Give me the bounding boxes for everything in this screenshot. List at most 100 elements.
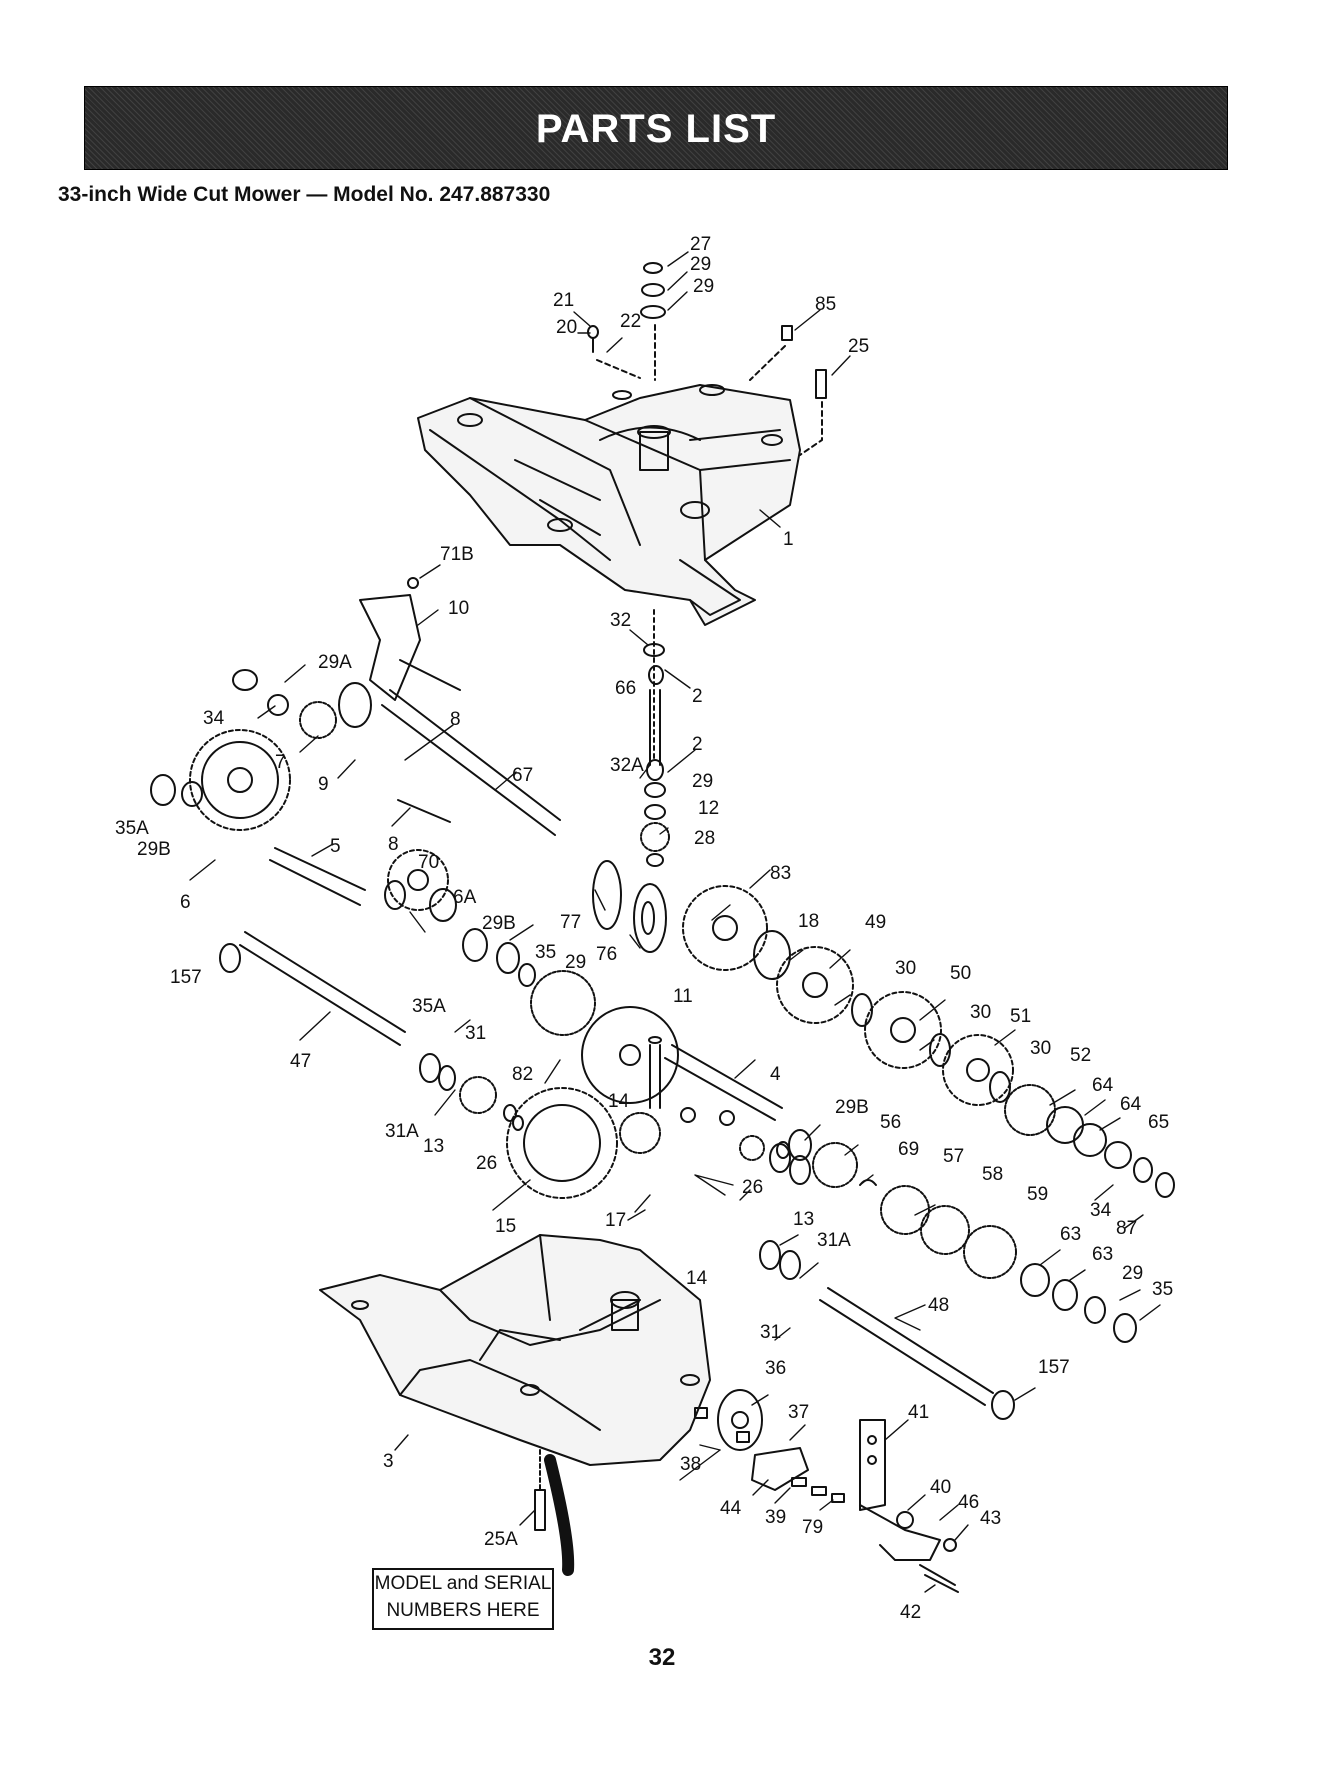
callout-31: 31 <box>465 1023 486 1044</box>
parts-bottom-linkage <box>534 1389 959 1593</box>
callout-10: 10 <box>448 598 469 619</box>
callout-25a: 25A <box>484 1529 518 1550</box>
callout-31a: 31A <box>817 1230 851 1251</box>
lower-housing <box>319 1234 711 1576</box>
callout-14: 14 <box>686 1268 708 1289</box>
callout-29a: 29A <box>318 652 352 673</box>
callout-85: 85 <box>815 294 836 315</box>
callout-69: 69 <box>898 1139 919 1160</box>
callout-34: 34 <box>203 708 225 729</box>
callout-35: 35 <box>1152 1279 1173 1300</box>
callout-30: 30 <box>970 1002 991 1023</box>
callout-29: 29 <box>1122 1263 1143 1284</box>
callout-1: 1 <box>783 529 794 550</box>
callout-35: 35 <box>535 942 556 963</box>
callout-5: 5 <box>330 836 341 857</box>
callout-43: 43 <box>980 1508 1001 1529</box>
callout-41: 41 <box>908 1402 929 1423</box>
callout-9: 9 <box>318 774 329 795</box>
callout-12: 12 <box>698 798 719 819</box>
callout-27: 27 <box>690 234 711 255</box>
callout-59: 59 <box>1027 1184 1048 1205</box>
callout-29: 29 <box>690 254 711 275</box>
callout-26: 26 <box>476 1153 497 1174</box>
callout-49: 49 <box>865 912 886 933</box>
callout-13: 13 <box>793 1209 814 1230</box>
callout-38: 38 <box>680 1454 701 1475</box>
callout-2: 2 <box>692 686 703 707</box>
callout-3: 3 <box>383 1451 394 1472</box>
callout-29b: 29B <box>482 913 516 934</box>
callout-35a: 35A <box>412 996 446 1017</box>
callout-32: 32 <box>610 610 631 631</box>
callout-leader-lines <box>189 251 1161 1593</box>
callout-82: 82 <box>512 1064 533 1085</box>
callout-8: 8 <box>450 709 461 730</box>
callout-44: 44 <box>720 1498 742 1519</box>
callout-14: 14 <box>608 1091 630 1112</box>
upper-housing <box>417 384 801 626</box>
callout-13: 13 <box>423 1136 444 1157</box>
callout-31a: 31A <box>385 1121 419 1142</box>
callout-26: 26 <box>742 1177 763 1198</box>
parts-center-column <box>587 262 827 1185</box>
callout-157: 157 <box>170 967 202 988</box>
callout-4: 4 <box>770 1064 781 1085</box>
callout-15: 15 <box>495 1216 516 1237</box>
callout-57: 57 <box>943 1146 964 1167</box>
callout-83: 83 <box>770 863 791 884</box>
callout-65: 65 <box>1148 1112 1169 1133</box>
callout-50: 50 <box>950 963 971 984</box>
callout-67: 67 <box>512 765 533 786</box>
callout-66: 66 <box>615 678 636 699</box>
callout-70: 70 <box>418 852 439 873</box>
callout-17: 17 <box>605 1210 626 1231</box>
header-banner: PARTS LIST <box>84 86 1228 170</box>
callout-51: 51 <box>1010 1006 1031 1027</box>
callout-63: 63 <box>1092 1244 1113 1265</box>
model-serial-label: MODEL and SERIAL NUMBERS HERE <box>372 1568 554 1630</box>
callout-28: 28 <box>694 828 715 849</box>
callout-22: 22 <box>620 311 641 332</box>
callout-39: 39 <box>765 1507 786 1528</box>
callout-47: 47 <box>290 1051 311 1072</box>
callout-11: 11 <box>673 986 693 1007</box>
callout-29: 29 <box>692 771 713 792</box>
parts-left-cluster <box>150 577 679 1199</box>
callout-6a: 6A <box>453 887 477 908</box>
callout-21: 21 <box>553 290 574 311</box>
callout-46: 46 <box>958 1492 979 1513</box>
callout-7: 7 <box>275 752 286 773</box>
callout-77: 77 <box>560 912 581 933</box>
callout-30: 30 <box>1030 1038 1051 1059</box>
model-serial-line1: MODEL and SERIAL <box>374 1573 552 1594</box>
model-serial-line2: NUMBERS HERE <box>386 1600 540 1621</box>
callout-25: 25 <box>848 336 869 357</box>
callout-79: 79 <box>802 1517 823 1538</box>
callout-29b: 29B <box>137 839 171 860</box>
page-title: PARTS LIST <box>535 107 777 151</box>
model-subtitle: 33-inch Wide Cut Mower — Model No. 247.8… <box>58 183 551 206</box>
callout-34: 34 <box>1090 1200 1112 1221</box>
parts-right-cluster <box>664 885 1175 1420</box>
callout-42: 42 <box>900 1602 921 1623</box>
callout-71b: 71B <box>440 544 474 565</box>
callout-29: 29 <box>693 276 714 297</box>
callout-2: 2 <box>692 734 703 755</box>
callout-31: 31 <box>760 1322 781 1343</box>
callout-64: 64 <box>1092 1075 1114 1096</box>
callout-30: 30 <box>895 958 916 979</box>
callout-labels: 27 29 29 21 20 22 85 25 1 71B 10 32 29A … <box>115 234 1173 1623</box>
callout-157: 157 <box>1038 1357 1070 1378</box>
callout-37: 37 <box>788 1402 809 1423</box>
callout-35a: 35A <box>115 818 149 839</box>
callout-6: 6 <box>180 892 191 913</box>
callout-29b: 29B <box>835 1097 869 1118</box>
callout-63: 63 <box>1060 1224 1081 1245</box>
callout-48: 48 <box>928 1295 949 1316</box>
callout-64: 64 <box>1120 1094 1142 1115</box>
callout-18: 18 <box>798 911 819 932</box>
callout-52: 52 <box>1070 1045 1091 1066</box>
callout-58: 58 <box>982 1164 1003 1185</box>
